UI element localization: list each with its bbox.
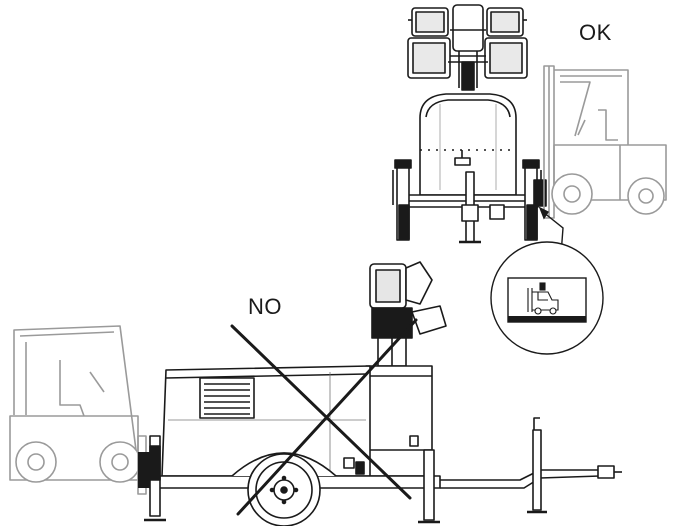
generator-housing [161,365,371,477]
light-tower-rear-view [392,4,547,244]
forklift-correct [543,65,667,219]
chassis-frame [392,159,547,244]
ok-label: OK [579,20,612,45]
mast [448,4,488,91]
forklift-icon [527,282,559,315]
prohibition-cross [230,318,418,516]
forklift-incorrect [9,325,147,495]
vent-grille [199,377,255,419]
lamp-heads [407,7,528,79]
no-label: NO [248,294,282,319]
folded-lamps [369,261,447,367]
fork-pocket-callout [490,206,604,355]
cabinet [419,93,517,196]
forks-inserted-wrong [138,452,150,488]
